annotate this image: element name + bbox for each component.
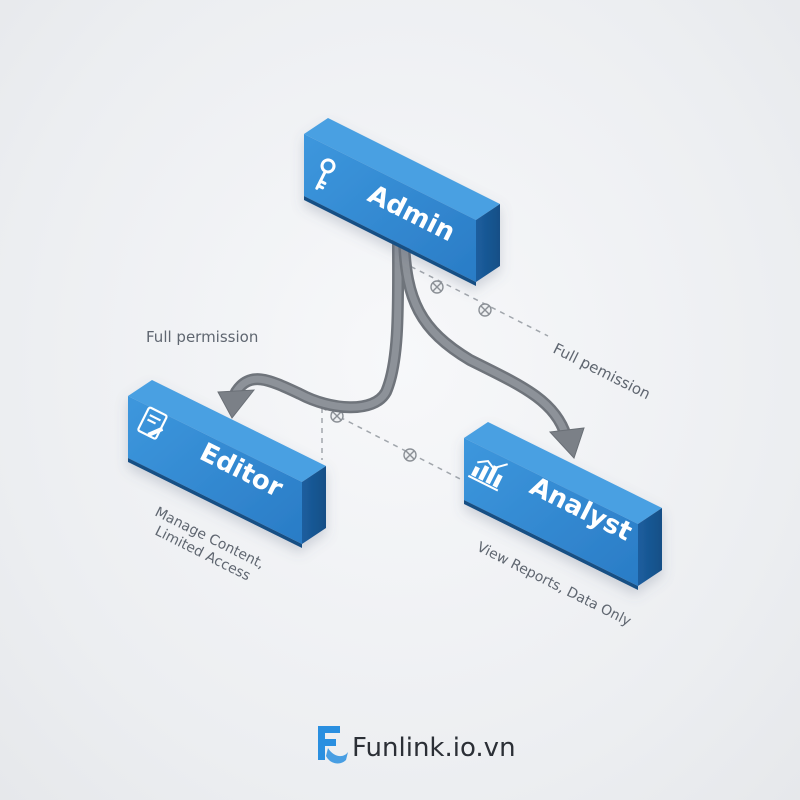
- funlink-logo-icon: [318, 726, 348, 764]
- edge-label-admin-editor: Full permission: [146, 328, 258, 346]
- edge-label-admin-analyst: Full pemission: [550, 339, 653, 403]
- dashed-admin-analyst: [401, 261, 549, 337]
- brand-footer[interactable]: Funlink.io.vn: [318, 726, 516, 764]
- arrow-heads: [217, 389, 585, 459]
- document-pencil-icon: [137, 406, 168, 440]
- arrowhead-editor-icon: [217, 389, 256, 419]
- blocked-marker-icon: [403, 448, 417, 462]
- dashed-editor-analyst: [321, 407, 471, 485]
- blocked-marker-icon: [478, 303, 492, 317]
- dashed-connectors: [321, 261, 549, 485]
- bar-chart-icon: [467, 459, 508, 492]
- node-analyst[interactable]: [464, 422, 662, 590]
- node-admin[interactable]: [304, 118, 500, 286]
- key-icon: [315, 158, 336, 190]
- permission-arrows: [230, 232, 572, 442]
- brand-name: Funlink.io.vn: [352, 733, 516, 763]
- blocked-marker-icon: [430, 280, 444, 294]
- arrowhead-analyst-icon: [548, 427, 585, 459]
- node-editor[interactable]: [128, 380, 326, 548]
